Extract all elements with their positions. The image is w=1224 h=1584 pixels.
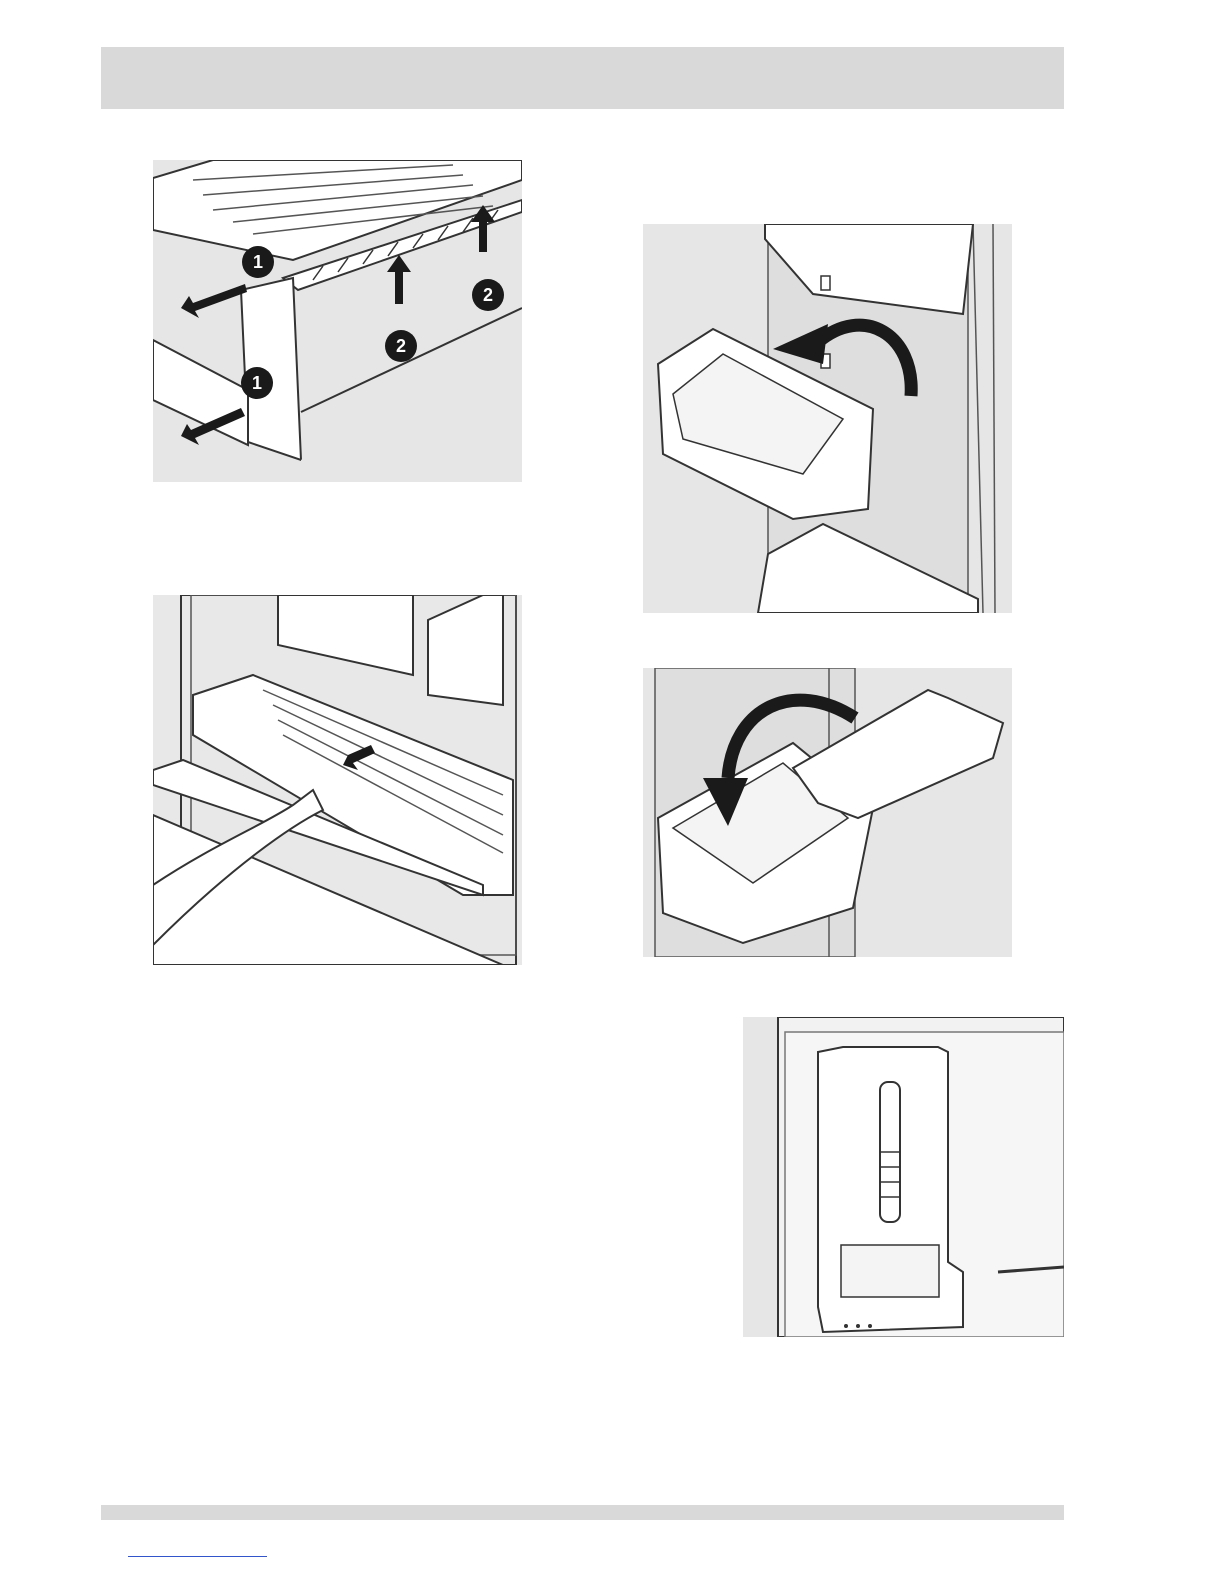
svg-text:2: 2: [483, 285, 493, 305]
footer-band: [101, 1505, 1064, 1520]
footer-link-underline[interactable]: [128, 1556, 267, 1557]
water-filter-illustration: [743, 1017, 1064, 1337]
svg-text:2: 2: [396, 336, 406, 356]
callout-badge-1-top: 1: [242, 246, 274, 278]
callout-badge-1-bottom: 1: [241, 367, 273, 399]
svg-text:1: 1: [252, 373, 262, 393]
pantry-drawer-illustration: [153, 595, 522, 965]
svg-text:1: 1: [253, 252, 263, 272]
dairy-door-illustration: [643, 668, 1012, 957]
header-band: [101, 47, 1064, 109]
crisper-removal-illustration: 1 1 2 2: [153, 160, 522, 482]
door-bin-removal-illustration: [643, 224, 1012, 613]
callout-badge-2-center: 2: [385, 330, 417, 362]
callout-badge-2-right: 2: [472, 279, 504, 311]
